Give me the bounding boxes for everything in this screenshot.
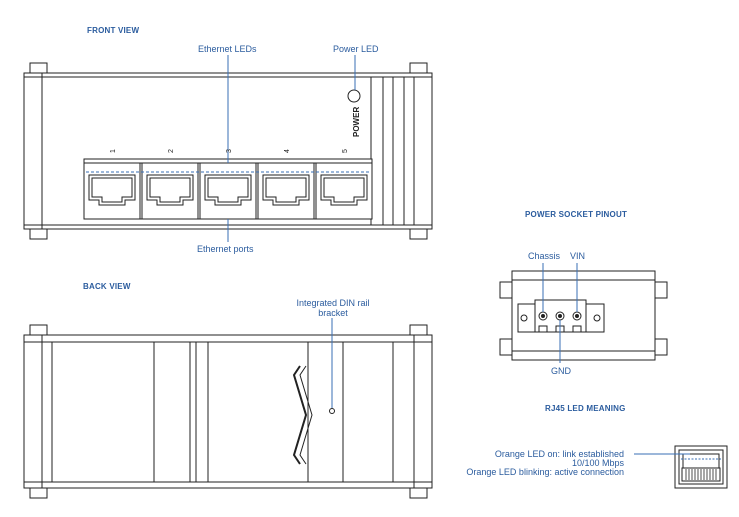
rj45-port-icon [674,445,728,489]
ethernet-port-5 [315,162,373,220]
power-socket-device [499,270,668,361]
rj45-heading: RJ45 LED MEANING [545,404,626,413]
ethernet-port-2 [141,162,199,220]
ethernet-port-4 [257,162,315,220]
rj45-led-on-text: Orange LED on: link established [494,449,624,459]
power-led-circle [347,89,361,103]
ethernet-leds-label: Ethernet LEDs [198,44,257,54]
din-rail-screw [329,408,335,414]
front-view-heading: FRONT VIEW [87,26,140,35]
ethernet-ports-group [83,158,373,220]
port-number-2: 2 [168,149,175,153]
port-number-4: 4 [284,149,291,153]
back-view-heading: BACK VIEW [83,282,131,291]
rj45-speed-text: 10/100 Mbps [571,458,624,468]
power-led-label: Power LED [333,44,379,54]
din-rail-label-line2: bracket [318,308,348,318]
chassis-label: Chassis [528,251,561,261]
port-number-3: 3 [226,149,233,153]
din-rail-label-line1: Integrated DIN rail [296,298,370,308]
ethernet-ports-label: Ethernet ports [197,244,254,254]
power-text: POWER [352,107,361,137]
port-number-1: 1 [110,149,117,153]
power-socket-heading: POWER SOCKET PINOUT [525,210,628,219]
ethernet-port-1 [83,162,141,220]
vin-label: VIN [570,251,586,261]
gnd-label: GND [551,366,571,376]
port-number-5: 5 [342,149,349,153]
rj45-led-blinking-text: Orange LED blinking: active connection [466,467,624,477]
back-view-device [23,324,433,499]
